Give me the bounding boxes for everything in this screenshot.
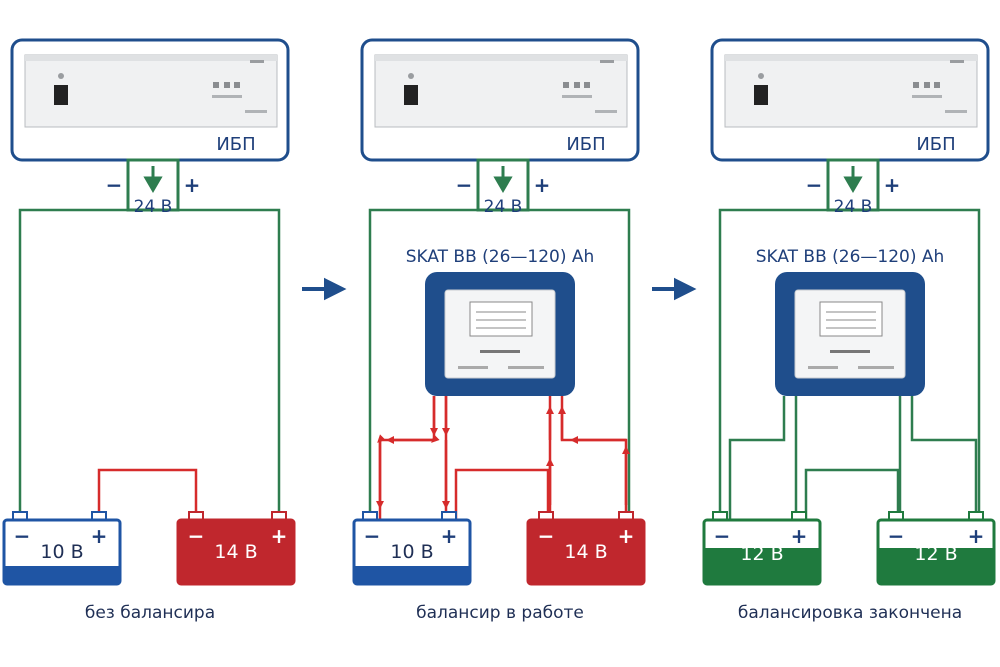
- right-arrow-icon: [652, 277, 697, 301]
- right-arrow-icon: [302, 277, 347, 301]
- plus-sign: +: [884, 173, 901, 197]
- ups-label: ИБП: [566, 134, 605, 155]
- battery-minus-sign: −: [14, 524, 31, 548]
- battery-left: − + 10 В: [352, 511, 472, 586]
- panel-balancer-working: ИБП − + 24 В SKAT BB (26—120) Ah: [352, 38, 646, 586]
- battery-left: − + 12 В: [702, 511, 822, 586]
- ups-device: [24, 54, 278, 128]
- minus-sign: −: [456, 173, 473, 197]
- plus-sign: +: [534, 173, 551, 197]
- battery-minus-sign: −: [538, 524, 555, 548]
- battery-right: − + 14 В: [176, 511, 296, 586]
- balancer-device: [425, 272, 575, 396]
- balancer-title: SKAT BB (26—120) Ah: [406, 247, 595, 267]
- series-link-wire: [97, 468, 198, 520]
- balancer-device: [775, 272, 925, 396]
- caption-no-balancer: без балансира: [84, 603, 216, 623]
- battery-plus-sign: +: [441, 524, 458, 548]
- voltage-label: 24 В: [134, 197, 173, 217]
- down-arrow-icon: [843, 166, 863, 193]
- minus-sign: −: [806, 173, 823, 197]
- minus-sign: −: [106, 173, 123, 197]
- battery-minus-sign: −: [188, 524, 205, 548]
- ups-device: [374, 54, 628, 128]
- green-wiring: [718, 208, 981, 520]
- battery-minus-sign: −: [888, 524, 905, 548]
- battery-voltage-label: 12 В: [740, 543, 783, 565]
- ups-label: ИБП: [916, 134, 955, 155]
- down-arrow-icon: [493, 166, 513, 193]
- battery-plus-sign: +: [968, 524, 985, 548]
- battery-plus-sign: +: [618, 524, 635, 548]
- battery-voltage-label: 10 В: [390, 541, 433, 563]
- ups-device: [724, 54, 978, 128]
- caption-balancing-finished: балансировка закончена: [737, 603, 963, 623]
- voltage-label: 24 В: [484, 197, 523, 217]
- voltage-label: 24 В: [834, 197, 873, 217]
- battery-minus-sign: −: [714, 524, 731, 548]
- down-arrow-icon: [143, 166, 163, 193]
- battery-voltage-label: 14 В: [564, 541, 607, 563]
- panel-no-balancer: ИБП − + 24 В − + 10 В − +: [2, 38, 296, 586]
- caption-balancer-working: балансир в работе: [416, 603, 584, 623]
- battery-voltage-label: 14 В: [214, 541, 257, 563]
- balancing-current-wires: [376, 396, 630, 520]
- panel-balancing-finished: ИБП − + 24 В SKAT BB (26—120) Ah: [702, 38, 996, 586]
- battery-right: − + 12 В: [876, 511, 996, 586]
- battery-left: − + 10 В: [2, 511, 122, 586]
- battery-voltage-label: 12 В: [914, 543, 957, 565]
- ups-output-terminals: [126, 158, 180, 212]
- green-wiring: [368, 208, 631, 520]
- ups-label: ИБП: [216, 134, 255, 155]
- green-wiring: [18, 208, 281, 520]
- battery-voltage-label: 10 В: [40, 541, 83, 563]
- ups-output-terminals: [826, 158, 880, 212]
- battery-plus-sign: +: [91, 524, 108, 548]
- battery-right: − + 14 В: [526, 511, 646, 586]
- battery-plus-sign: +: [271, 524, 288, 548]
- battery-minus-sign: −: [364, 524, 381, 548]
- battery-plus-sign: +: [791, 524, 808, 548]
- ups-output-terminals: [476, 158, 530, 212]
- plus-sign: +: [184, 173, 201, 197]
- balancer-title: SKAT BB (26—120) Ah: [756, 247, 945, 267]
